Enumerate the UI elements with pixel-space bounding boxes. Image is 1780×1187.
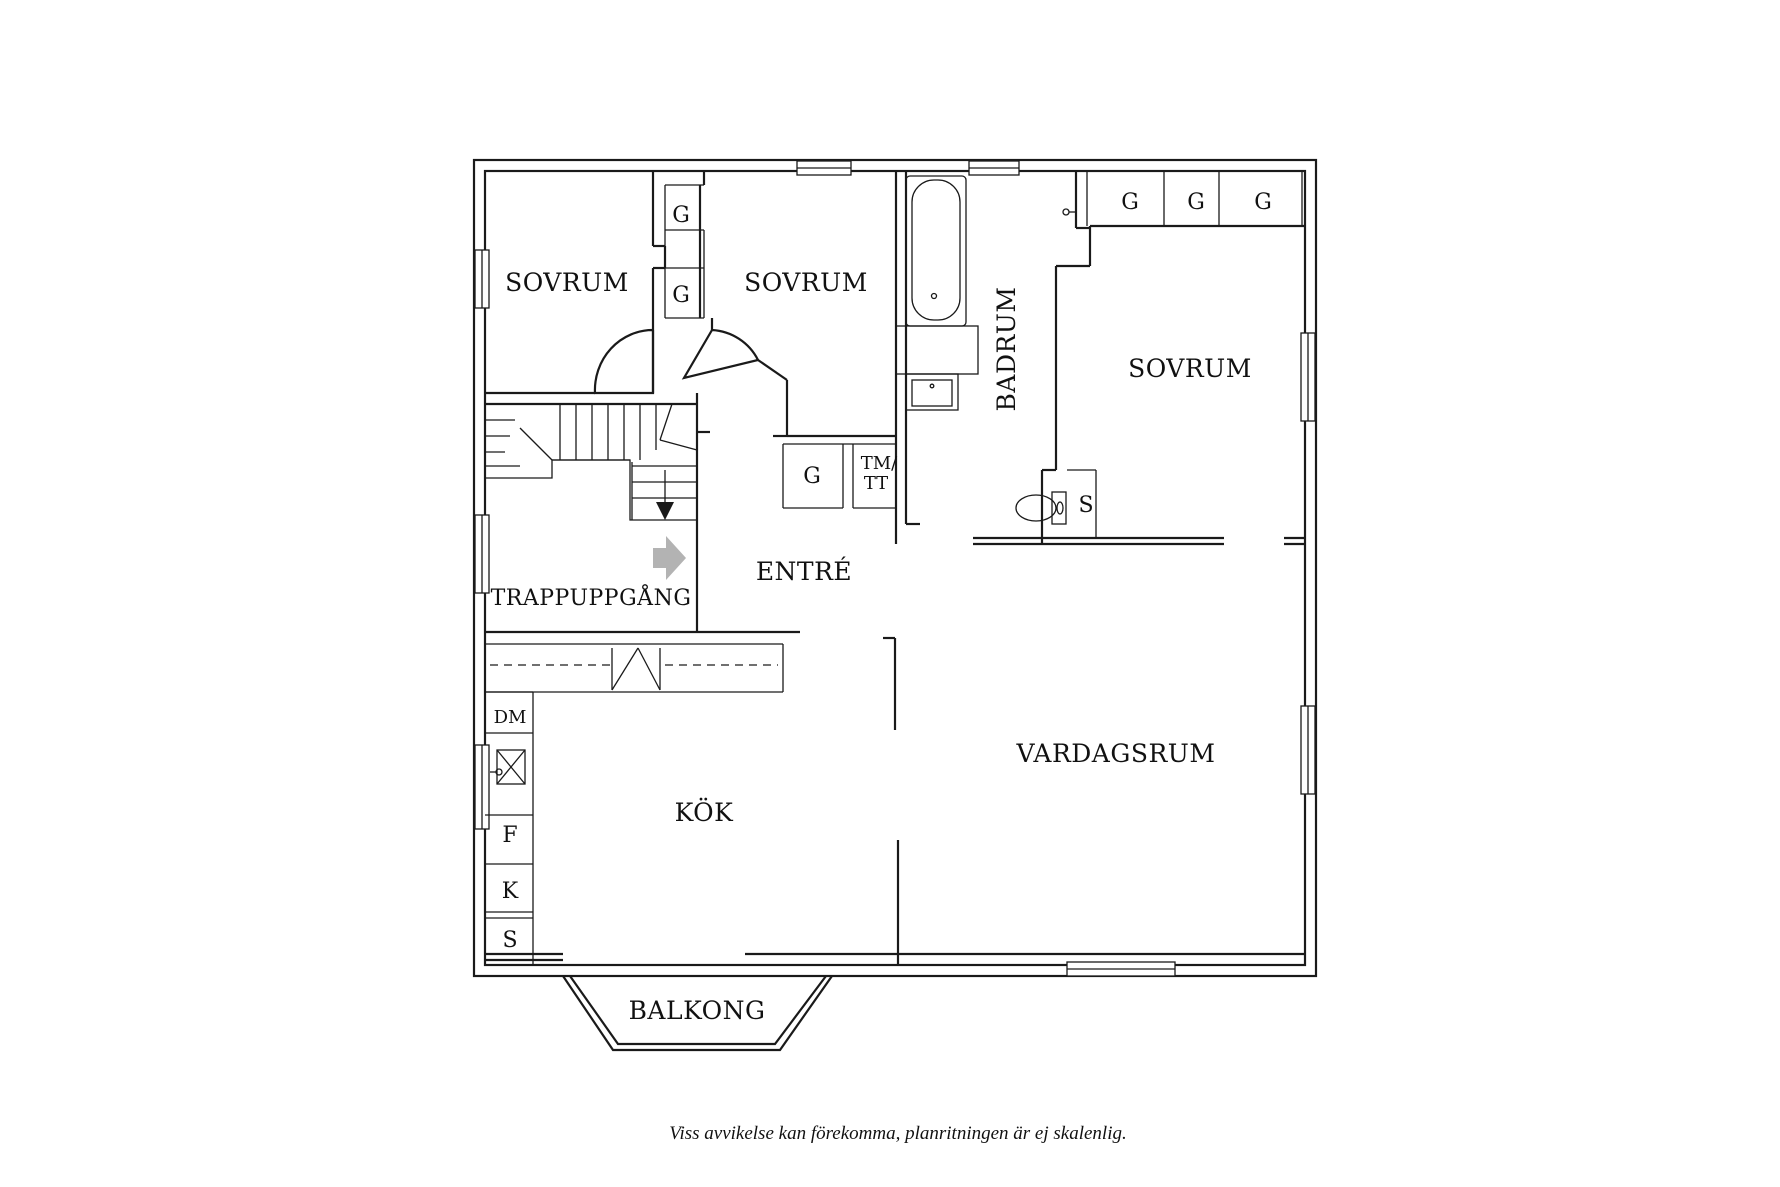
wardrobe-rod [490,647,778,691]
room-label-balkong: BALKONG [629,996,766,1025]
room-label-badrum: BADRUM [992,287,1021,412]
room-label-sovrum-2: SOVRUM [744,268,868,297]
garderob-label: G [1187,190,1205,215]
room-label-kok: KÖK [675,798,735,827]
kitchen-s-label: S [502,928,517,953]
garderob-label: G [672,283,690,308]
room-label-vardagsrum: VARDAGSRUM [1016,739,1216,768]
room-label-sovrum-1: SOVRUM [505,268,629,297]
garderob-label: G [1121,190,1139,215]
disclaimer: Viss avvikelse kan förekomma, planritnin… [669,1123,1126,1144]
entrance-arrow-icon [653,536,686,580]
windows [474,160,1316,977]
kitchen-k-label: K [502,879,519,904]
kitchen-dm-label: DM [494,707,527,728]
fixture-labels: G G G G G G TM/ TT S DM F K S [494,190,1272,953]
door-swings [593,328,760,395]
garderob-label: G [1254,190,1272,215]
bathtub-icon [905,175,967,327]
kitchen-f-label: F [502,823,517,848]
room-label-entre: ENTRÉ [756,557,852,586]
tm-label: TM/ [861,453,898,474]
room-label-trappuppgang: TRAPPUPPGÅNG [491,583,692,611]
room-labels: SOVRUM SOVRUM SOVRUM BADRUM ENTRÉ TRAPPU… [491,268,1252,1025]
balcony [562,975,833,1052]
bath-s-label: S [1078,493,1093,518]
sink-icon [895,325,979,411]
tt-label: TT [864,473,888,494]
room-label-sovrum-3: SOVRUM [1128,354,1252,383]
garderob-label: G [803,464,821,489]
staircase [484,403,698,521]
shower-icon [1062,208,1076,216]
garderob-label: G [672,203,690,228]
stove-icon [490,749,526,785]
toilet-icon [1015,491,1067,525]
